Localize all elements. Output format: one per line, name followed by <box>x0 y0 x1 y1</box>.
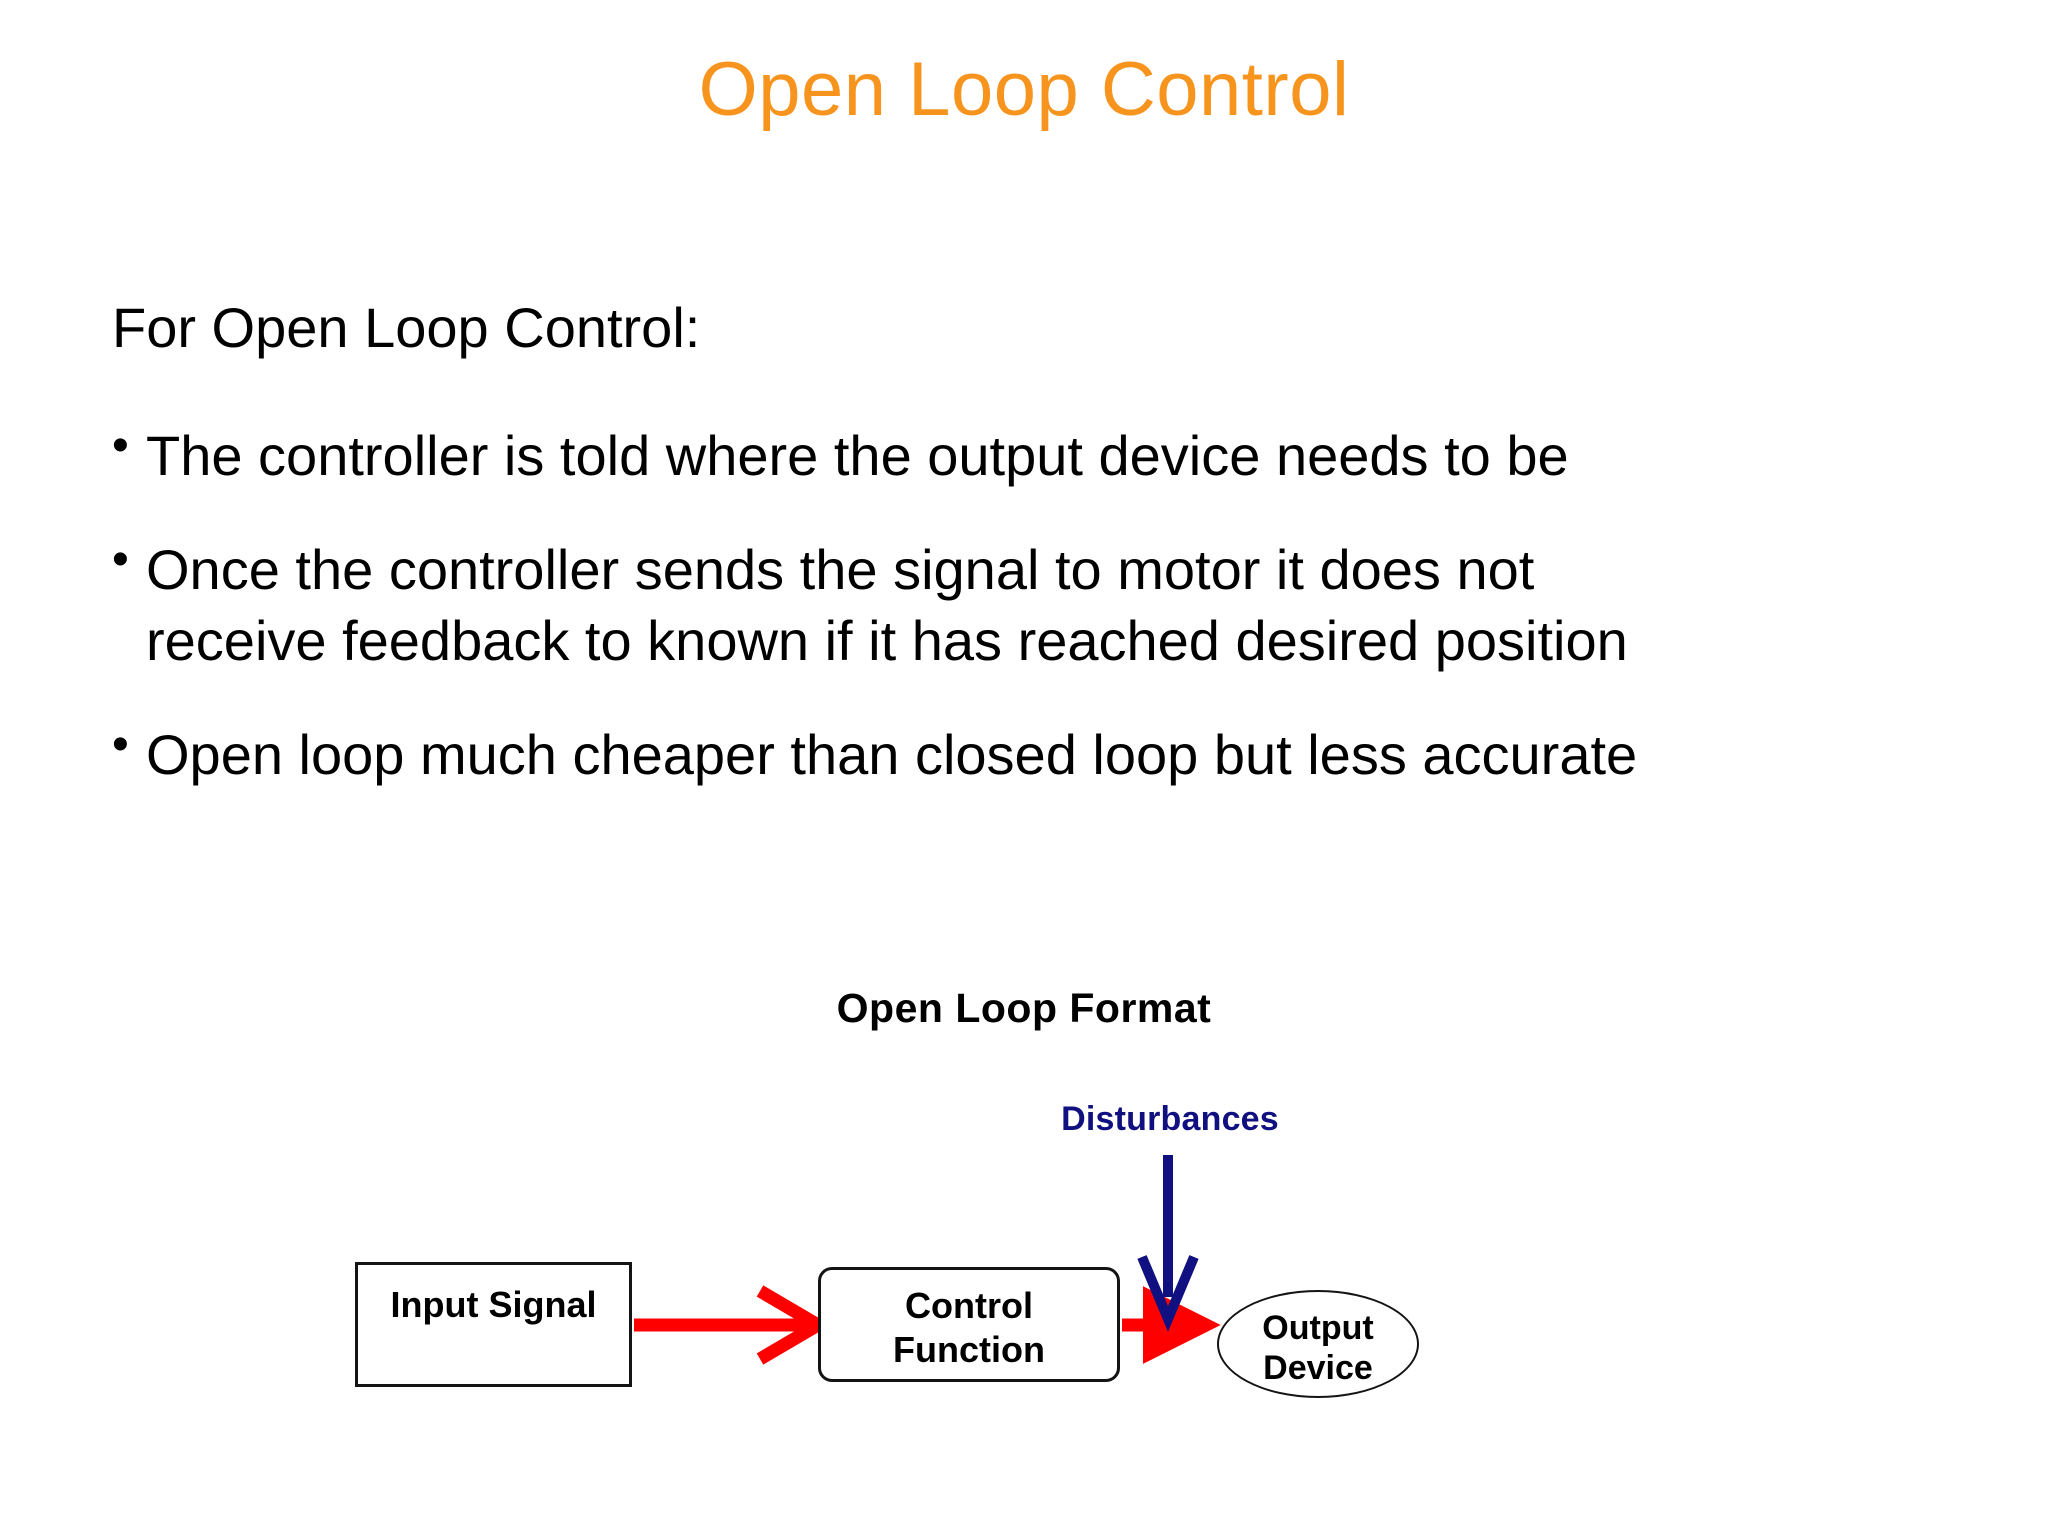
node-input-signal-label: Input Signal <box>390 1284 597 1325</box>
arrow-disturbances-to-output <box>1137 1155 1199 1332</box>
node-output-device-label: Output Device <box>1219 1308 1417 1388</box>
node-label-line: Device <box>1263 1349 1373 1388</box>
list-item-text: The controller is told where the output … <box>146 420 1962 492</box>
list-item-line: Open loop much cheaper than closed loop … <box>146 723 1638 787</box>
node-label-line: Function <box>893 1328 1045 1370</box>
diagram-connectors <box>634 1155 1221 1365</box>
body-content: For Open Loop Control: • The controller … <box>112 300 1962 833</box>
node-input-signal: Input Signal <box>355 1262 632 1387</box>
list-item: • Open loop much cheaper than closed loo… <box>112 719 1962 791</box>
node-output-device: Output Device <box>1217 1290 1419 1398</box>
list-item-text: Open loop much cheaper than closed loop … <box>146 719 1962 791</box>
lead-line: For Open Loop Control: <box>112 296 701 359</box>
bullet-icon: • <box>112 718 129 772</box>
diagram-title: Open Loop Format <box>836 985 1212 1031</box>
arrow-control-to-output <box>1122 1286 1221 1364</box>
bullet-icon: • <box>112 532 129 586</box>
list-item-text: Once the controller sends the signal to … <box>146 534 1962 677</box>
node-label-line: Output <box>1262 1309 1374 1347</box>
bullet-icon: • <box>112 419 129 472</box>
list-item: • The controller is told where the outpu… <box>112 420 1962 492</box>
page-title: Open Loop Control <box>698 47 1350 132</box>
list-item: • Once the controller sends the signal t… <box>112 532 1962 677</box>
list-item-line: The controller is told where the output … <box>146 424 1569 487</box>
arrow-input-to-control <box>634 1285 831 1365</box>
node-control-function-label: Control Function <box>821 1284 1117 1372</box>
disturbances-label: Disturbances <box>1061 1100 1279 1138</box>
list-item-line: Once the controller sends the signal to … <box>146 537 1535 601</box>
node-control-function: Control Function <box>818 1267 1120 1382</box>
list-item-line: receive feedback to known if it has reac… <box>146 609 1628 673</box>
open-loop-block-diagram: Open Loop Format Disturbances Input Sign… <box>0 985 2048 1485</box>
node-label-line: Control <box>905 1285 1033 1326</box>
